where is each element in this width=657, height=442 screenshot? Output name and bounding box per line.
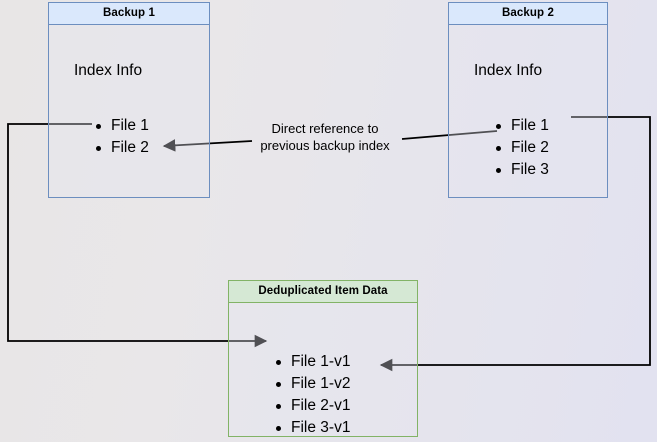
backup-2-file-list: File 1 File 2 File 3 [494,115,549,181]
edge-backup2-to-backup1-reference [162,130,498,152]
dedup-file-list: File 1-v1 File 1-v2 File 2-v1 File 3-v1 [274,351,350,439]
backup-1-header: Backup 1 [49,3,209,25]
list-item: File 1 [94,115,149,137]
backup-2-node[interactable]: Backup 2 Index Info File 1 File 2 File 3 [448,2,608,198]
backup-2-index-info-label: Index Info [474,62,543,79]
deduplicated-item-data-node[interactable]: Deduplicated Item Data File 1-v1 File 1-… [228,280,418,437]
edge-backup1-to-dedup [7,123,268,348]
backup-1-file-list: File 1 File 2 [94,115,149,159]
backup-1-index-info-label: Index Info [74,62,143,79]
direct-reference-edge-label: Direct reference to previous backup inde… [260,121,390,153]
backup-2-header: Backup 2 [449,3,607,25]
list-item: File 2-v1 [274,395,350,417]
list-item: File 1-v2 [274,373,350,395]
list-item: File 2 [94,137,149,159]
list-item: File 3 [494,159,549,181]
list-item: File 1-v1 [274,351,350,373]
backup-1-node[interactable]: Backup 1 Index Info File 1 File 2 [48,2,210,198]
edge-backup2-to-dedup [379,116,651,372]
deduplicated-item-data-header: Deduplicated Item Data [229,281,417,303]
list-item: File 1 [494,115,549,137]
list-item: File 2 [494,137,549,159]
list-item: File 3-v1 [274,417,350,439]
